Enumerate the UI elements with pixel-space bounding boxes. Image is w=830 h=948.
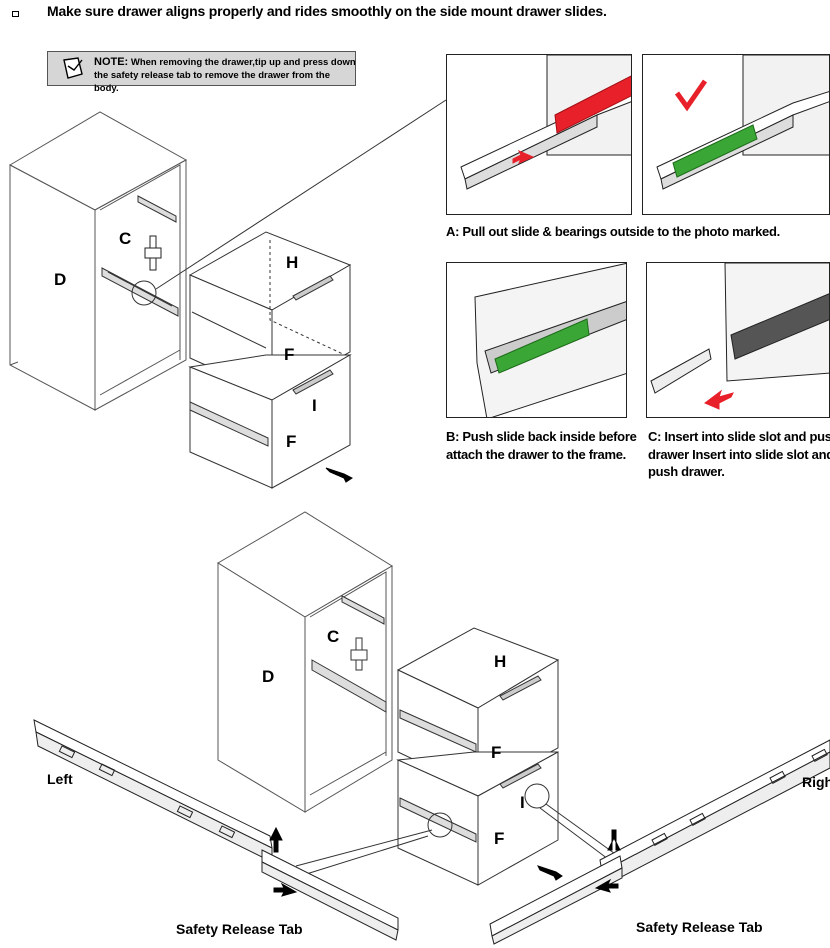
caption-a: A: Pull out slide & bearings outside to …	[446, 224, 780, 239]
top-cabinet	[8, 111, 188, 411]
caption-b: B: Push slide back inside before attach …	[446, 428, 637, 463]
caption-b-line2: attach the drawer to the frame.	[446, 446, 626, 462]
photo-a-incorrect	[446, 54, 632, 215]
photo-c	[646, 262, 830, 418]
label-h-top: H	[286, 253, 299, 272]
right-slide	[489, 739, 830, 945]
label-f1-bottom: F	[491, 743, 502, 762]
label-f1-top: F	[284, 345, 295, 364]
note-heading: NOTE:	[94, 56, 129, 68]
label-c-top: C	[119, 229, 132, 248]
caption-c-line1: C: Insert into slide slot and push	[648, 429, 830, 444]
left-slide	[33, 719, 399, 941]
note-box	[47, 51, 356, 86]
checkmark-icon	[674, 79, 708, 112]
note-text: NOTE: When removing the drawer,tip up an…	[94, 56, 356, 95]
caption-c-line3: push drawer.	[648, 464, 725, 479]
label-d-bottom: D	[262, 667, 275, 686]
label-i-top: I	[312, 396, 317, 415]
note-line1: When removing the drawer,tip up and pres…	[130, 57, 356, 68]
caption-b-line1: B: Push slide back inside before	[446, 429, 637, 444]
instruction-text: Make sure drawer aligns properly and rid…	[47, 3, 607, 19]
label-f2-bottom: F	[494, 829, 505, 848]
photo-b	[446, 262, 627, 418]
bottom-cabinet	[217, 511, 393, 813]
caption-c: C: Insert into slide slot and push drawe…	[648, 428, 830, 481]
caption-c-line2: drawer Insert into slide slot and	[648, 446, 830, 462]
label-f2-top: F	[286, 432, 297, 451]
label-c-bottom: C	[327, 627, 340, 646]
label-d-top: D	[54, 270, 67, 289]
bullet-marker	[12, 11, 19, 17]
label-right: Right	[802, 774, 830, 790]
label-i-bottom: I	[520, 793, 525, 812]
note-line2: the safety release tab to remove the dra…	[94, 70, 330, 94]
safety-tab-label-left: Safety Release Tab	[176, 921, 303, 937]
label-left: Left	[47, 771, 73, 787]
bottom-drawers	[396, 627, 560, 886]
top-drawers	[188, 231, 352, 489]
safety-tab-label-right: Safety Release Tab	[636, 919, 763, 935]
photo-a-correct	[642, 54, 830, 215]
label-h-bottom: H	[494, 652, 507, 671]
